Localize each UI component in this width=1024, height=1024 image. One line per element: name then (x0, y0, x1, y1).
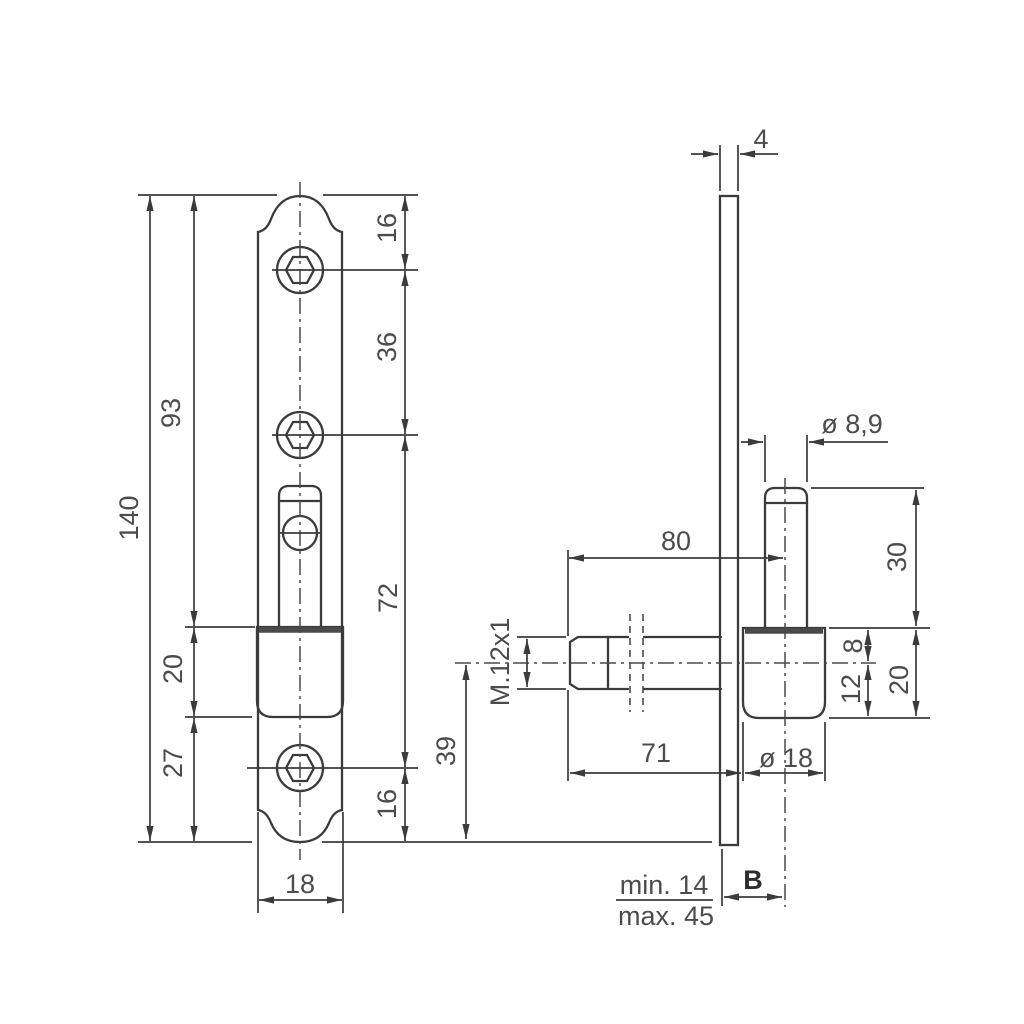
front-extension-lines (138, 194, 712, 913)
dim-36-label: 36 (372, 332, 402, 362)
dim-39-label: 39 (431, 736, 461, 766)
dim-30-label: 30 (882, 542, 912, 572)
side-frame-plate (718, 194, 740, 847)
side-view: 4 ø 8,9 80 30 8 12 20 ø 18 71 M.12x1 39 … (431, 124, 930, 931)
dim-72-label: 72 (373, 583, 403, 613)
dim-dia89-label: ø 8,9 (821, 409, 883, 439)
dim-71-label: 71 (641, 738, 671, 768)
dim-B-min-label: min. 14 (620, 870, 709, 900)
front-view: 140 93 20 27 16 36 72 16 18 (114, 182, 712, 913)
dim-16-bottom-label: 16 (372, 789, 402, 819)
dim-93-label: 93 (156, 398, 186, 428)
dim-12-label: 12 (836, 674, 866, 704)
dim-20-front-label: 20 (158, 654, 188, 684)
dim-4-label: 4 (753, 124, 768, 154)
side-knuckle-outline (741, 626, 827, 720)
front-hole-centerlines (247, 269, 418, 769)
dim-20-side-label: 20 (884, 665, 914, 695)
dim-B-label: B (743, 865, 763, 895)
front-plate-outline (256, 194, 344, 844)
dim-m12-label: M.12x1 (485, 618, 515, 707)
dim-18-label: 18 (285, 869, 315, 899)
dim-140-label: 140 (114, 495, 144, 540)
side-extension-lines (517, 145, 930, 906)
dim-80-label: 80 (661, 526, 691, 556)
front-knuckle-outline (255, 625, 345, 719)
dim-dia18-label: ø 18 (759, 743, 813, 773)
dim-8-label: 8 (838, 638, 868, 653)
dim-16-top-label: 16 (372, 213, 402, 243)
dim-27-label: 27 (158, 748, 188, 778)
dim-B-max-label: max. 45 (618, 901, 714, 931)
shaft-outline (568, 635, 723, 691)
side-pin-outline (763, 486, 809, 629)
